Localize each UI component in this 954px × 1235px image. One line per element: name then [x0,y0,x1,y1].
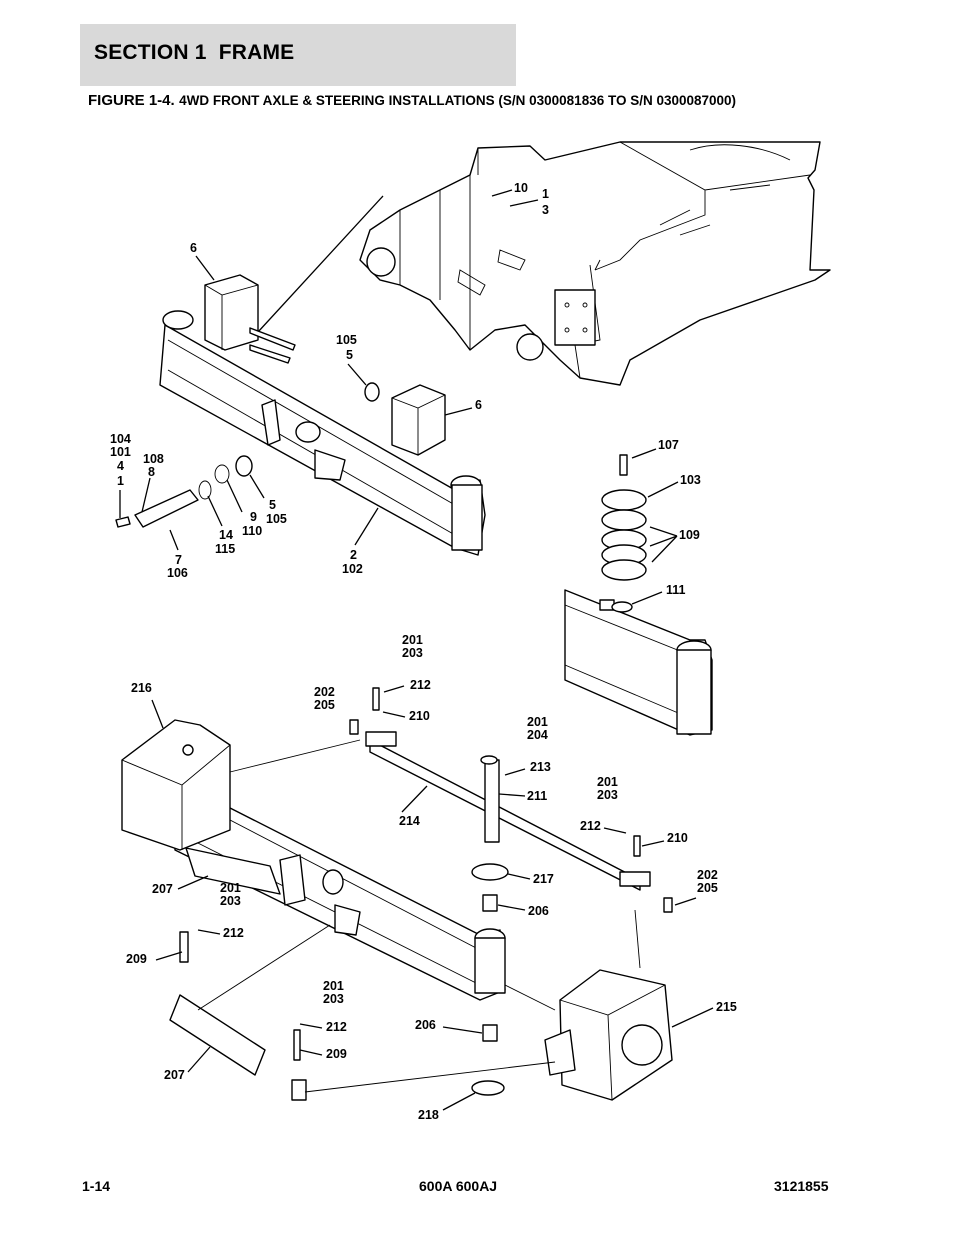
callout-5: 5 [269,498,276,512]
callout-201: 201 [402,633,423,647]
callout-6: 6 [475,398,482,412]
callout-205: 205 [697,881,718,895]
callouts: 10 1 3 6 105 5 6 104 101 4 1 108 8 5 105… [110,181,737,1122]
footer-doc-number: 3121855 [774,1178,829,1194]
callout-210: 210 [409,709,430,723]
callout-4: 4 [117,459,124,473]
callout-206: 206 [415,1018,436,1032]
callout-211: 211 [527,789,547,803]
steering-assembly-illustration [121,687,673,1101]
callout-201: 201 [323,979,344,993]
callout-205: 205 [314,698,335,712]
callout-109: 109 [679,528,700,542]
callout-203: 203 [220,894,241,908]
callout-212: 212 [223,926,244,940]
callout-214: 214 [399,814,420,828]
callout-8: 8 [148,465,155,479]
spacer-stack-illustration [564,454,713,736]
callout-203: 203 [402,646,423,660]
callout-212: 212 [326,1020,347,1034]
section-title: SECTION 1 FRAME [94,41,295,64]
callout-201: 201 [597,775,618,789]
frame-illustration [257,141,831,386]
callout-115: 115 [215,542,235,556]
callout-202: 202 [697,868,718,882]
callout-210: 210 [667,831,688,845]
callout-209: 209 [126,952,147,966]
callout-9: 9 [250,510,257,524]
callout-203: 203 [323,992,344,1006]
callout-104: 104 [110,432,131,446]
callout-108: 108 [143,452,164,466]
callout-105: 105 [266,512,287,526]
callout-216: 216 [131,681,152,695]
callout-207: 207 [152,882,173,896]
footer-page-number: 1-14 [82,1178,111,1194]
figure-title: 4WD FRONT AXLE & STEERING INSTALLATIONS … [179,93,737,108]
callout-101: 101 [110,445,131,459]
callout-217: 217 [533,872,554,886]
front-axle-illustration [115,274,486,556]
callout-1: 1 [542,187,549,201]
callout-2: 2 [350,548,357,562]
callout-106: 106 [167,566,188,580]
callout-213: 213 [530,760,551,774]
callout-203: 203 [597,788,618,802]
callout-218: 218 [418,1108,439,1122]
callout-212: 212 [410,678,431,692]
callout-6: 6 [190,241,197,255]
callout-102: 102 [342,562,363,576]
callout-204: 204 [527,728,548,742]
callout-215: 215 [716,1000,737,1014]
callout-207: 207 [164,1068,185,1082]
callout-1: 1 [117,474,124,488]
callout-5: 5 [346,348,353,362]
figure-number: FIGURE 1-4. [88,92,175,109]
callout-14: 14 [219,528,233,542]
section-header: SECTION 1 FRAME [80,24,516,86]
callout-201: 201 [527,715,548,729]
callout-206: 206 [528,904,549,918]
callout-209: 209 [326,1047,347,1061]
callout-7: 7 [175,553,182,567]
leader-lines [119,189,714,1111]
callout-201: 201 [220,881,241,895]
figure-caption: FIGURE 1-4. 4WD FRONT AXLE & STEERING IN… [88,92,736,110]
footer-model: 600A 600AJ [419,1178,498,1194]
callout-110: 110 [242,524,262,538]
callout-202: 202 [314,685,335,699]
callout-10: 10 [514,181,528,195]
callout-107: 107 [658,438,679,452]
callout-3: 3 [542,203,549,217]
callout-111: 111 [666,583,686,597]
callout-105: 105 [336,333,357,347]
callout-212: 212 [580,819,601,833]
callout-103: 103 [680,473,701,487]
